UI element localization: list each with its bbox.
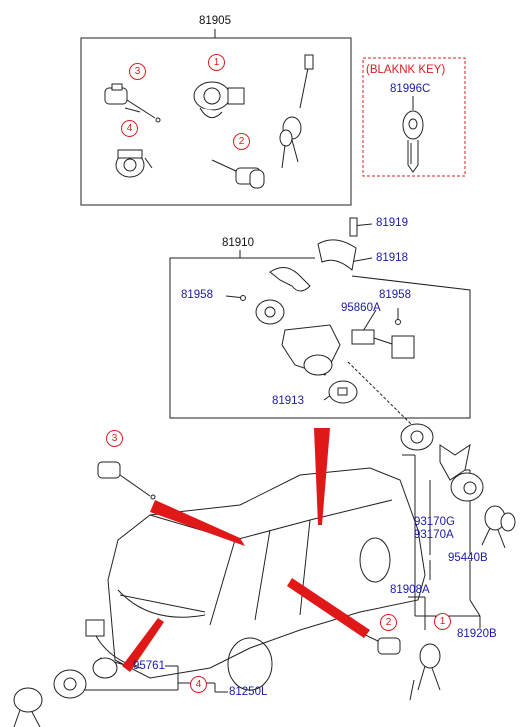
car-body [107, 467, 426, 691]
part-number-81250L[interactable]: 81250L [229, 686, 268, 698]
callout-4-top: 4 [121, 120, 138, 137]
blank-key-title: (BLAKNK KEY) [366, 64, 446, 76]
blank-key-box [362, 57, 466, 177]
callout-2-bottom: 2 [380, 614, 397, 631]
ignition-box [169, 257, 471, 419]
part-number-93170G[interactable]: 93170G [414, 516, 455, 528]
part-number-81905[interactable]: 81905 [199, 15, 231, 27]
callout-1-right: 1 [434, 613, 451, 630]
ignition-assembly [240, 217, 415, 404]
callout-3-top: 3 [129, 63, 146, 80]
part-number-81913[interactable]: 81913 [272, 395, 304, 407]
arrow-to-right-door [287, 578, 370, 638]
part-number-95860A[interactable]: 95860A [341, 302, 381, 314]
door-lock-cylinder-2 [211, 159, 265, 189]
part-number-81996C[interactable]: 81996C [390, 83, 431, 95]
part-number-81958-right[interactable]: 81958 [379, 289, 411, 301]
part-number-81910[interactable]: 81910 [222, 237, 254, 249]
callout-4-bottom: 4 [190, 676, 207, 693]
ignition-lock-1 [193, 81, 245, 119]
part-number-93170A[interactable]: 93170A [414, 529, 454, 541]
trunk-lock-4 [115, 149, 153, 178]
callout-2-top: 2 [233, 133, 250, 150]
arrow-to-ignition [314, 428, 330, 525]
door-lock-cylinder-3 [104, 83, 161, 123]
part-number-95440B[interactable]: 95440B [448, 552, 488, 564]
callout-3-left: 3 [106, 430, 123, 447]
arrow-to-door-lock [150, 500, 245, 546]
left-components [13, 461, 156, 727]
blank-key-81996C [402, 110, 424, 173]
part-number-81958-left[interactable]: 81958 [181, 289, 213, 301]
part-number-81908A[interactable]: 81908A [390, 584, 430, 596]
callout-1-top: 1 [208, 54, 225, 71]
arrow-to-trunk [122, 618, 164, 672]
part-number-81920B[interactable]: 81920B [457, 628, 497, 640]
part-number-81919[interactable]: 81919 [376, 217, 408, 229]
part-number-81918[interactable]: 81918 [376, 252, 408, 264]
pointer-arrows [122, 428, 370, 672]
lower-right-assembly [354, 423, 516, 701]
key-set [279, 54, 314, 169]
part-number-95761[interactable]: 95761 [133, 660, 165, 672]
set-box-81905 [80, 37, 352, 206]
